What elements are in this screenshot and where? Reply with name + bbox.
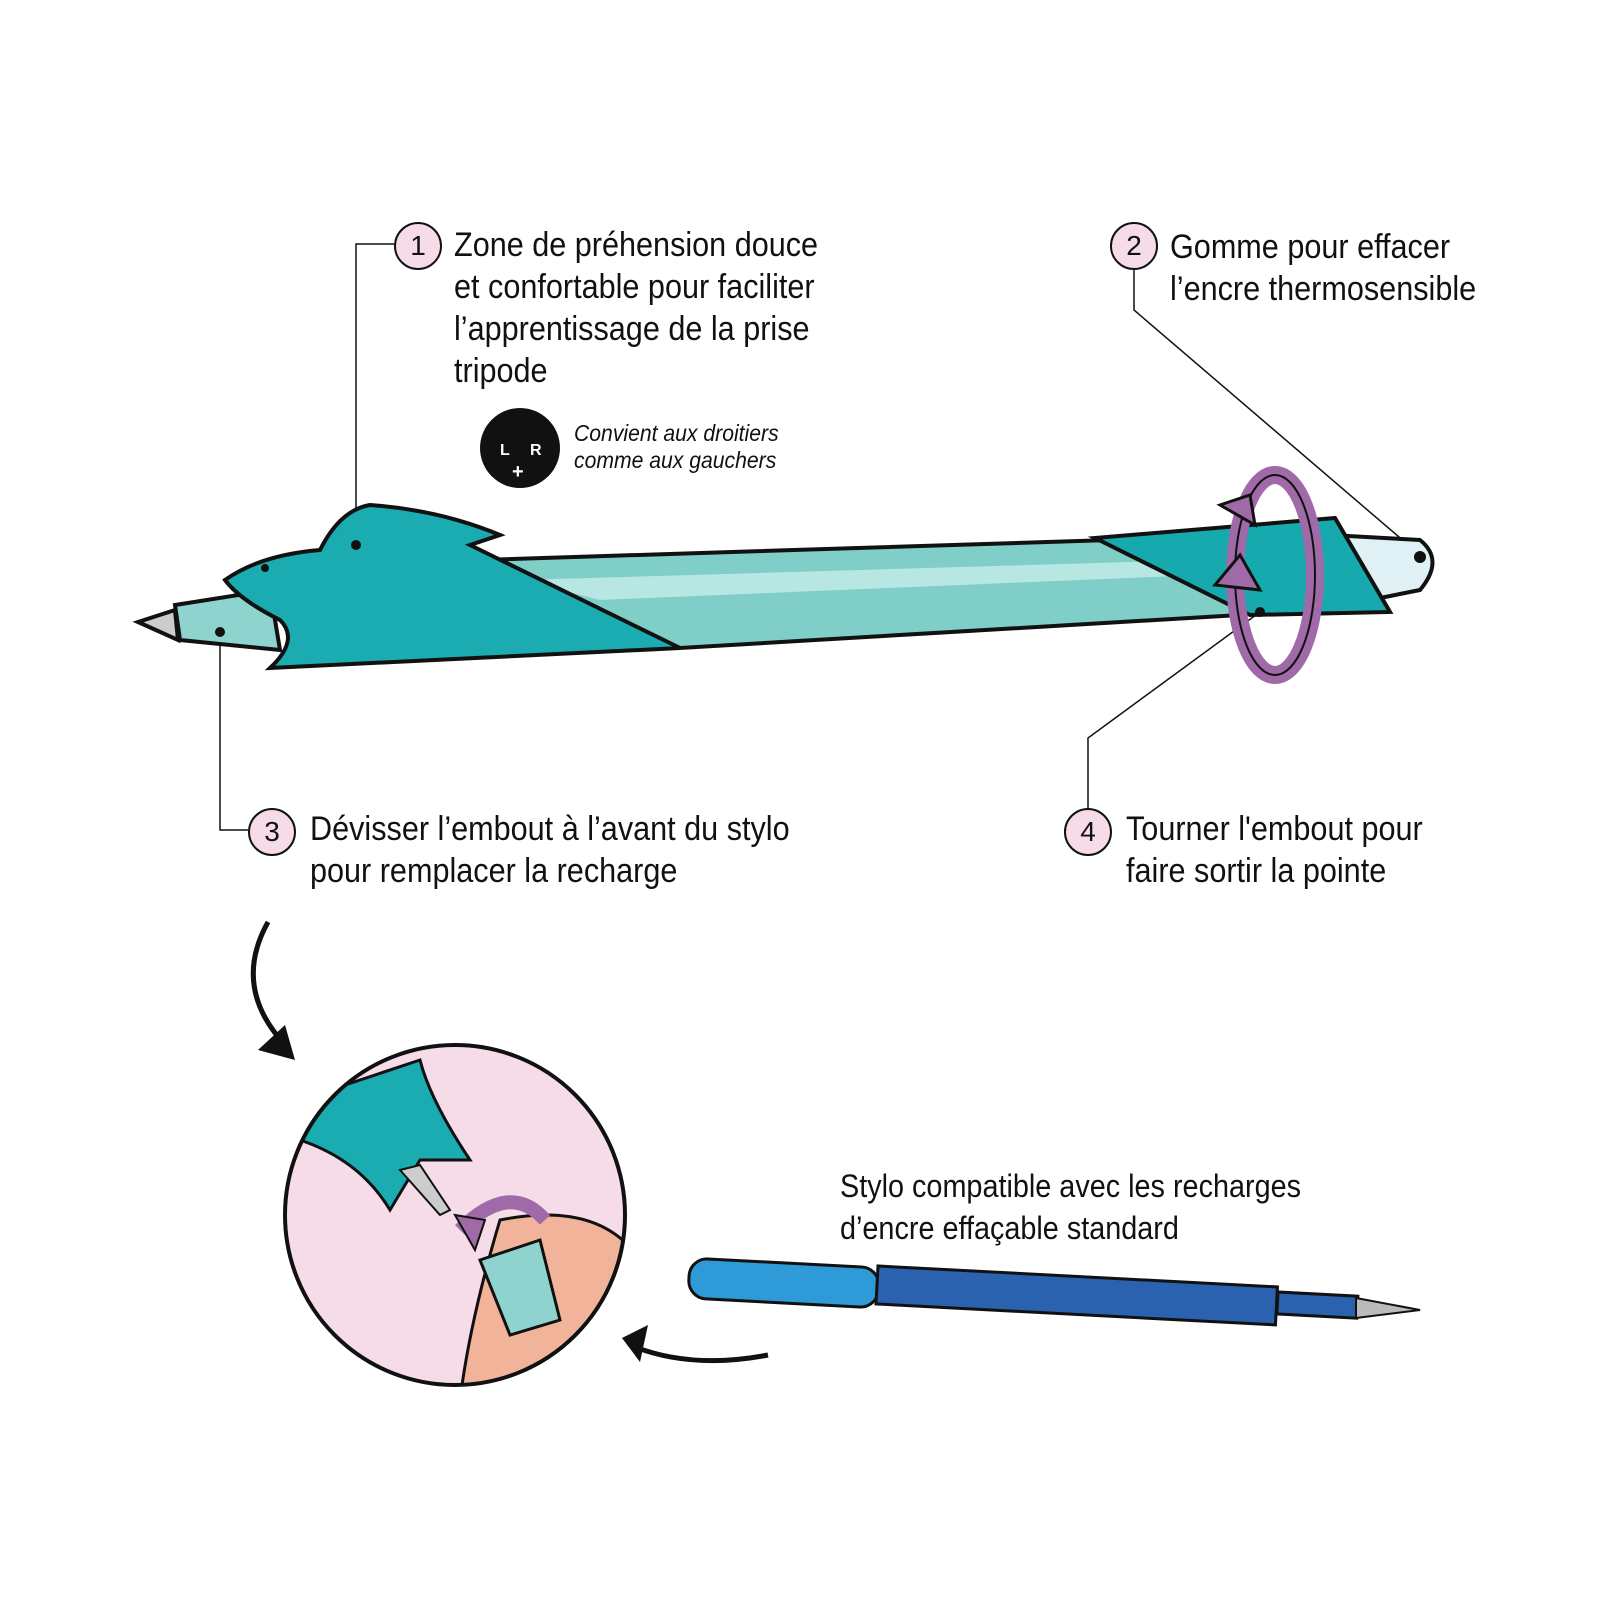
text-line: pour remplacer la recharge <box>310 852 678 890</box>
unscrew-detail-circle <box>283 1043 627 1387</box>
text-line: Dévisser l’embout à l’avant du stylo <box>310 810 790 848</box>
handedness-note: Convient aux droitiers comme aux gaucher… <box>574 420 779 474</box>
svg-text:+: + <box>512 461 524 483</box>
text-line: tripode <box>454 352 548 390</box>
callout-number-3: 3 <box>248 808 296 856</box>
text-line: et confortable pour faciliter <box>454 268 815 306</box>
text-line: faire sortir la pointe <box>1126 852 1387 890</box>
text-line: Convient aux droitiers <box>574 420 779 446</box>
left-right-hands-icon: L R + <box>480 408 560 488</box>
text-line: Stylo compatible avec les recharges <box>840 1168 1302 1204</box>
callout-number-4: 4 <box>1064 808 1112 856</box>
svg-text:R: R <box>530 442 542 459</box>
text-line: Zone de préhension douce <box>454 226 819 264</box>
shark-pen <box>132 466 1435 684</box>
text-line: Tourner l'embout pour <box>1126 810 1423 848</box>
text-line: Gomme pour effacer <box>1170 228 1451 266</box>
text-line: l’apprentissage de la prise <box>454 310 810 348</box>
ink-refill <box>687 1257 1421 1327</box>
text-line: d’encre effaçable standard <box>840 1210 1179 1246</box>
callout-2-text: Gomme pour effacer l’encre thermosensibl… <box>1170 226 1476 310</box>
callout-1-text: Zone de préhension douce et confortable … <box>454 224 818 392</box>
curved-arrow-icon <box>629 1342 769 1364</box>
callout-4-text: Tourner l'embout pour faire sortir la po… <box>1126 808 1423 892</box>
callout-number-2: 2 <box>1110 222 1158 270</box>
svg-text:L: L <box>500 442 510 459</box>
callout-number-1: 1 <box>394 222 442 270</box>
callout-3-text: Dévisser l’embout à l’avant du stylo pou… <box>310 808 790 892</box>
text-line: l’encre thermosensible <box>1170 270 1477 308</box>
text-line: comme aux gauchers <box>574 447 777 473</box>
refill-text: Stylo compatible avec les recharges d’en… <box>840 1165 1301 1249</box>
